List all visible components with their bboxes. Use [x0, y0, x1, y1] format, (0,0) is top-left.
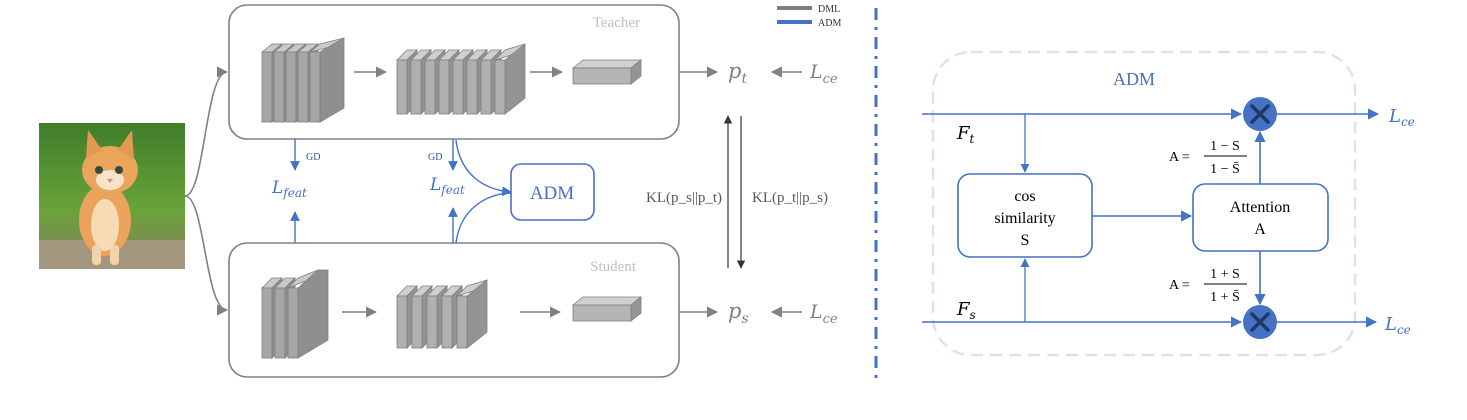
lce-teacher-label: Lce — [809, 61, 838, 87]
formula-bottom-den: 1 + S̄ — [1210, 289, 1240, 305]
kl-right-label: KL(p_t||p_s) — [752, 190, 828, 206]
kl-left-label: KL(p_s||p_t) — [646, 190, 722, 206]
gd-label-2: GD — [428, 152, 442, 163]
cos-line-1: cos — [1014, 188, 1035, 205]
multiply-icon-top — [1243, 97, 1277, 131]
formula-top: A = 1 − S 1 − S̄ — [1169, 139, 1247, 177]
kitten-photo — [39, 123, 185, 269]
formula-top-num: 1 − S — [1210, 139, 1240, 154]
teacher-conv-block-2 — [396, 43, 526, 115]
teacher-label: Teacher — [593, 15, 640, 31]
formula-bottom-num: 1 + S — [1210, 267, 1240, 282]
input-arrow-student — [184, 195, 229, 316]
adm-detail-border — [931, 50, 1357, 357]
gd-label-1: GD — [306, 152, 320, 163]
student-label: Student — [590, 259, 637, 275]
student-box — [228, 242, 680, 378]
input-arrow-teacher — [184, 66, 229, 197]
teacher-network: Teacher — [228, 4, 680, 140]
adm-module-box: ADM — [510, 163, 595, 221]
lce-top-label: Lce — [1388, 106, 1415, 129]
adm-detail-title: ADM — [1113, 69, 1155, 89]
student-to-adm-curve — [455, 192, 512, 244]
attention-box — [1192, 183, 1329, 252]
fs-label: Fs — [956, 299, 976, 322]
teacher-to-adm-curve — [455, 139, 512, 197]
lce-student-label: Lce — [809, 301, 838, 327]
cos-line-2: similarity — [994, 210, 1055, 227]
adm-box-label: ADM — [530, 183, 574, 204]
student-network: Student — [228, 242, 680, 378]
attention-line-2: A — [1254, 221, 1266, 238]
teacher-conv-block-1 — [260, 37, 345, 123]
ps-label: ps — [728, 299, 749, 327]
legend-adm-label: ADM — [818, 18, 841, 29]
teacher-fc-block — [571, 59, 643, 85]
formula-bottom: A = 1 + S 1 + S̄ — [1169, 267, 1247, 305]
multiply-icon-bottom — [1243, 305, 1277, 339]
adm-detail-panel: ADM Ft Fs cos similarity S Attention A A… — [922, 50, 1415, 357]
legend-dml-label: DML — [818, 4, 840, 15]
student-fc-block — [571, 296, 643, 322]
formula-top-den: 1 − S̄ — [1210, 161, 1240, 177]
lfeat-label-2: Lfeat — [429, 175, 465, 197]
cos-line-3: S — [1021, 232, 1030, 249]
legend: DML ADM — [777, 4, 841, 29]
lfeat-label-1: Lfeat — [271, 178, 307, 200]
lce-bottom-label: Lce — [1384, 314, 1411, 337]
student-conv-block-1 — [261, 269, 329, 359]
ft-label: Ft — [956, 123, 975, 146]
formula-top-lhs: A = — [1169, 150, 1190, 165]
pt-label: pt — [728, 59, 747, 87]
attention-line-1: Attention — [1230, 199, 1290, 216]
student-conv-block-2 — [396, 279, 488, 349]
formula-bottom-lhs: A = — [1169, 278, 1190, 293]
